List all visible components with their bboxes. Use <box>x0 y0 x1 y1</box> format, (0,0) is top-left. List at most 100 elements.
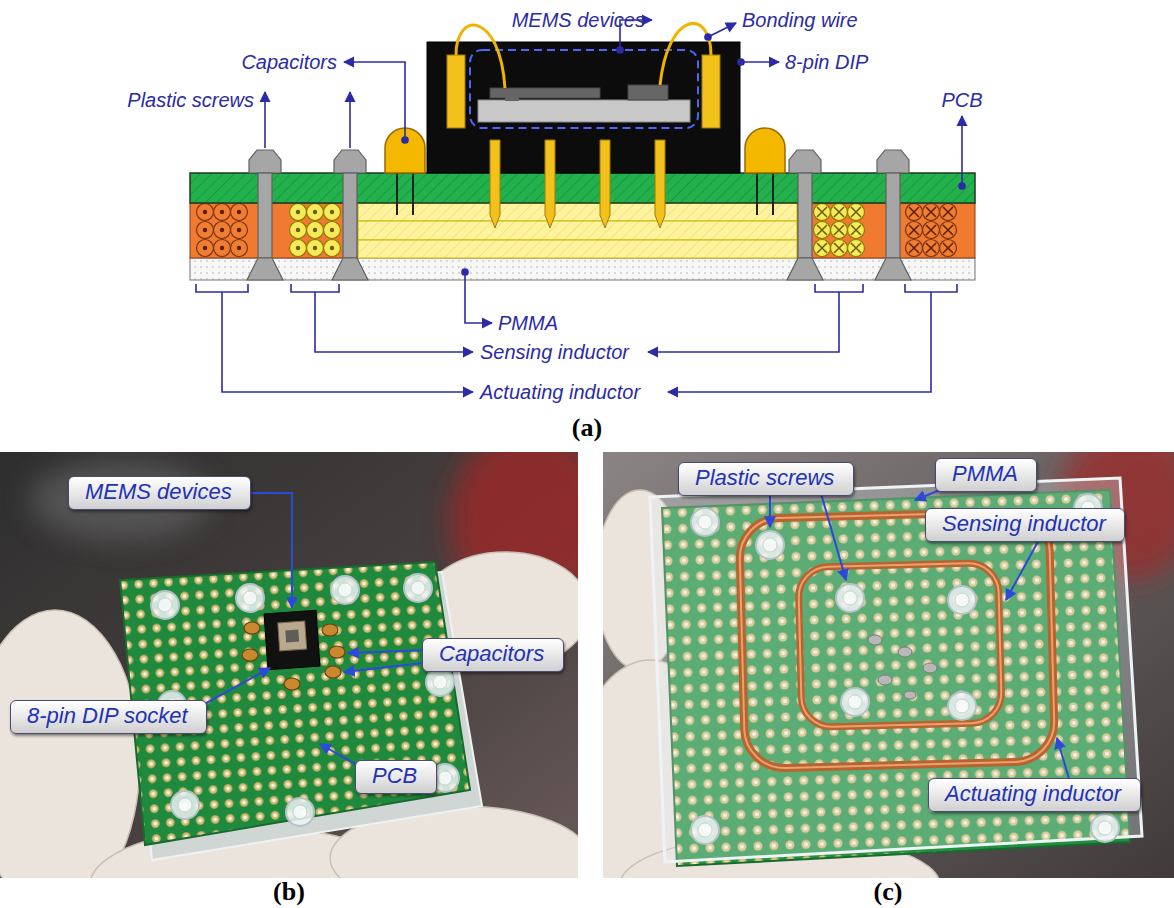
actuating-coil <box>197 222 214 239</box>
panel-letter: (c) <box>874 878 903 906</box>
leader-lines <box>196 284 248 292</box>
sensing-coil <box>290 222 307 239</box>
actuating-coil <box>923 204 940 221</box>
capacitors <box>745 128 785 215</box>
dip-package <box>447 55 465 128</box>
plastic-screws <box>331 576 359 604</box>
plastic-screws <box>332 150 368 280</box>
actuating-coil <box>906 240 923 257</box>
sensing-coil <box>324 222 341 239</box>
leader-lines <box>741 61 779 63</box>
actuating-coil <box>214 240 231 257</box>
leader-lines <box>465 272 492 323</box>
part-label: Sensing inductor <box>480 341 629 364</box>
spacer-layers <box>358 203 797 221</box>
pcb-layer <box>190 173 975 203</box>
callout-text: 8-pin DIP socket <box>27 703 190 729</box>
leader-lines <box>349 92 351 148</box>
callout-text: PCB <box>372 763 420 789</box>
plastic-screws <box>691 816 719 844</box>
callout-text: PMMA <box>952 461 1020 487</box>
plastic-screws <box>426 668 454 696</box>
actuating-coil <box>906 204 923 221</box>
photo-leader-lines <box>344 662 432 672</box>
actuating-coil-photo <box>739 511 1055 769</box>
actuating-coil <box>940 204 957 221</box>
sensing-coil <box>814 222 831 239</box>
actuating-coil <box>197 204 214 221</box>
callout-text: Plastic screws <box>695 465 837 491</box>
sensing-coil <box>290 204 307 221</box>
leader-lines <box>961 116 963 186</box>
actuating-coil <box>906 222 923 239</box>
callout-text: Actuating inductor <box>945 781 1124 807</box>
plastic-screws <box>836 584 864 612</box>
plastic-screws <box>875 150 911 280</box>
sensing-coil-photo <box>798 562 1002 727</box>
sensing-coil <box>814 204 831 221</box>
leader-lines <box>815 284 863 292</box>
spacer-layers <box>358 221 797 240</box>
leader-lines <box>648 292 839 352</box>
plastic-screws <box>1091 814 1119 842</box>
bonding-wires <box>660 23 711 85</box>
solder-joints <box>868 635 882 645</box>
dip-socket-chip <box>285 630 299 643</box>
plastic-screws <box>171 791 199 819</box>
part-label: Actuating inductor <box>480 381 640 404</box>
plastic-screws <box>948 586 976 614</box>
plastic-screws <box>948 692 976 720</box>
actuating-coil <box>923 240 940 257</box>
plastic-screws <box>787 150 823 280</box>
plastic-screws <box>404 574 432 602</box>
dip-socket-chip <box>264 610 320 669</box>
actuating-coil <box>231 240 248 257</box>
sensing-coil <box>324 204 341 221</box>
photo-leader-lines <box>1006 538 1040 600</box>
actuating-coil <box>231 204 248 221</box>
capacitor-parts <box>325 666 341 678</box>
dip-pins <box>600 140 610 228</box>
actuating-coil <box>231 222 248 239</box>
part-label: Bonding wire <box>742 9 858 32</box>
dip-package <box>628 85 668 100</box>
panel-letter: (a) <box>572 414 602 442</box>
leader-lines <box>315 292 473 352</box>
pmma-plate <box>650 478 1142 862</box>
sensing-coil <box>831 240 848 257</box>
dip-package <box>505 97 519 101</box>
capacitor-parts <box>242 649 258 661</box>
sensing-coil <box>307 240 324 257</box>
leader-lines <box>344 62 405 140</box>
plastic-screws <box>247 150 283 280</box>
gloved-hand <box>0 552 578 878</box>
photo-leader-lines <box>190 493 432 768</box>
plastic-screws <box>286 798 314 826</box>
part-label: Plastic screws <box>127 89 254 112</box>
part-label: Capacitors <box>241 51 337 74</box>
callout-text: Capacitors <box>439 641 547 667</box>
actuating-coil-photo <box>739 511 1055 769</box>
bonding-wires <box>456 23 711 88</box>
plastic-screws <box>151 591 179 619</box>
spacer-layers <box>358 203 797 258</box>
coil-backing <box>190 203 975 258</box>
photo-bottom-view <box>603 452 1174 878</box>
bonding-wires <box>456 25 505 88</box>
actuating-coil <box>214 222 231 239</box>
photo-bottom-view <box>603 452 1174 878</box>
capacitors <box>385 128 425 215</box>
capacitor-parts <box>242 622 345 690</box>
actuating-coil <box>197 240 214 257</box>
callout-box: Sensing inductor <box>925 508 1125 542</box>
dip-package <box>702 55 720 128</box>
part-label: 8-pin DIP <box>785 51 868 74</box>
sensing-coil-photo <box>798 562 1002 727</box>
photo-leader-lines <box>1057 738 1070 782</box>
solder-joints <box>898 647 912 657</box>
capacitor-parts <box>244 622 260 634</box>
actuating-coil <box>923 222 940 239</box>
sensing-coil <box>290 240 307 257</box>
plastic-screws <box>236 584 264 612</box>
